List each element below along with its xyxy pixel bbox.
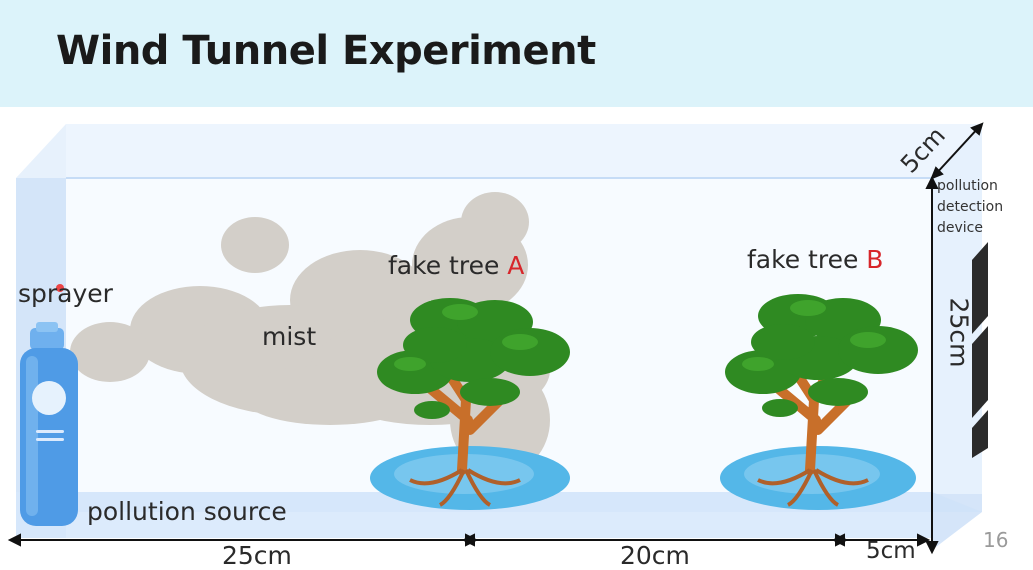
- tree-b-letter: B: [866, 245, 884, 274]
- dimension-height: 25cm: [944, 297, 974, 368]
- dimension-left-span: 25cm: [222, 541, 292, 570]
- device-label: pollution detection device: [937, 176, 1003, 239]
- fake-tree-a: [370, 298, 570, 510]
- slide-number: 16: [983, 528, 1009, 552]
- tree-a-letter: A: [507, 251, 525, 280]
- pollution-detection-device: [972, 242, 988, 458]
- title-bar: Wind Tunnel Experiment: [0, 0, 1033, 107]
- tree-b-label-text: fake tree: [747, 245, 867, 274]
- tree-a-label: fake tree A: [388, 251, 524, 280]
- device-label-line1: pollution: [937, 178, 998, 194]
- tree-a-label-text: fake tree: [388, 251, 508, 280]
- device-label-line3: device: [937, 220, 983, 236]
- fake-tree-b: [720, 294, 918, 510]
- dimension-mid-span: 20cm: [620, 541, 690, 570]
- slide-title: Wind Tunnel Experiment: [56, 28, 596, 74]
- sprayer-label: sprayer: [18, 279, 113, 308]
- dimension-right-span: 5cm: [866, 538, 916, 564]
- device-label-line2: detection: [937, 199, 1004, 215]
- tree-b-label: fake tree B: [747, 245, 883, 274]
- pollution-source-label: pollution source: [87, 497, 287, 526]
- mist-label: mist: [262, 322, 317, 351]
- sprayer-bottle: [20, 284, 78, 526]
- dimension-lines: [7, 122, 984, 555]
